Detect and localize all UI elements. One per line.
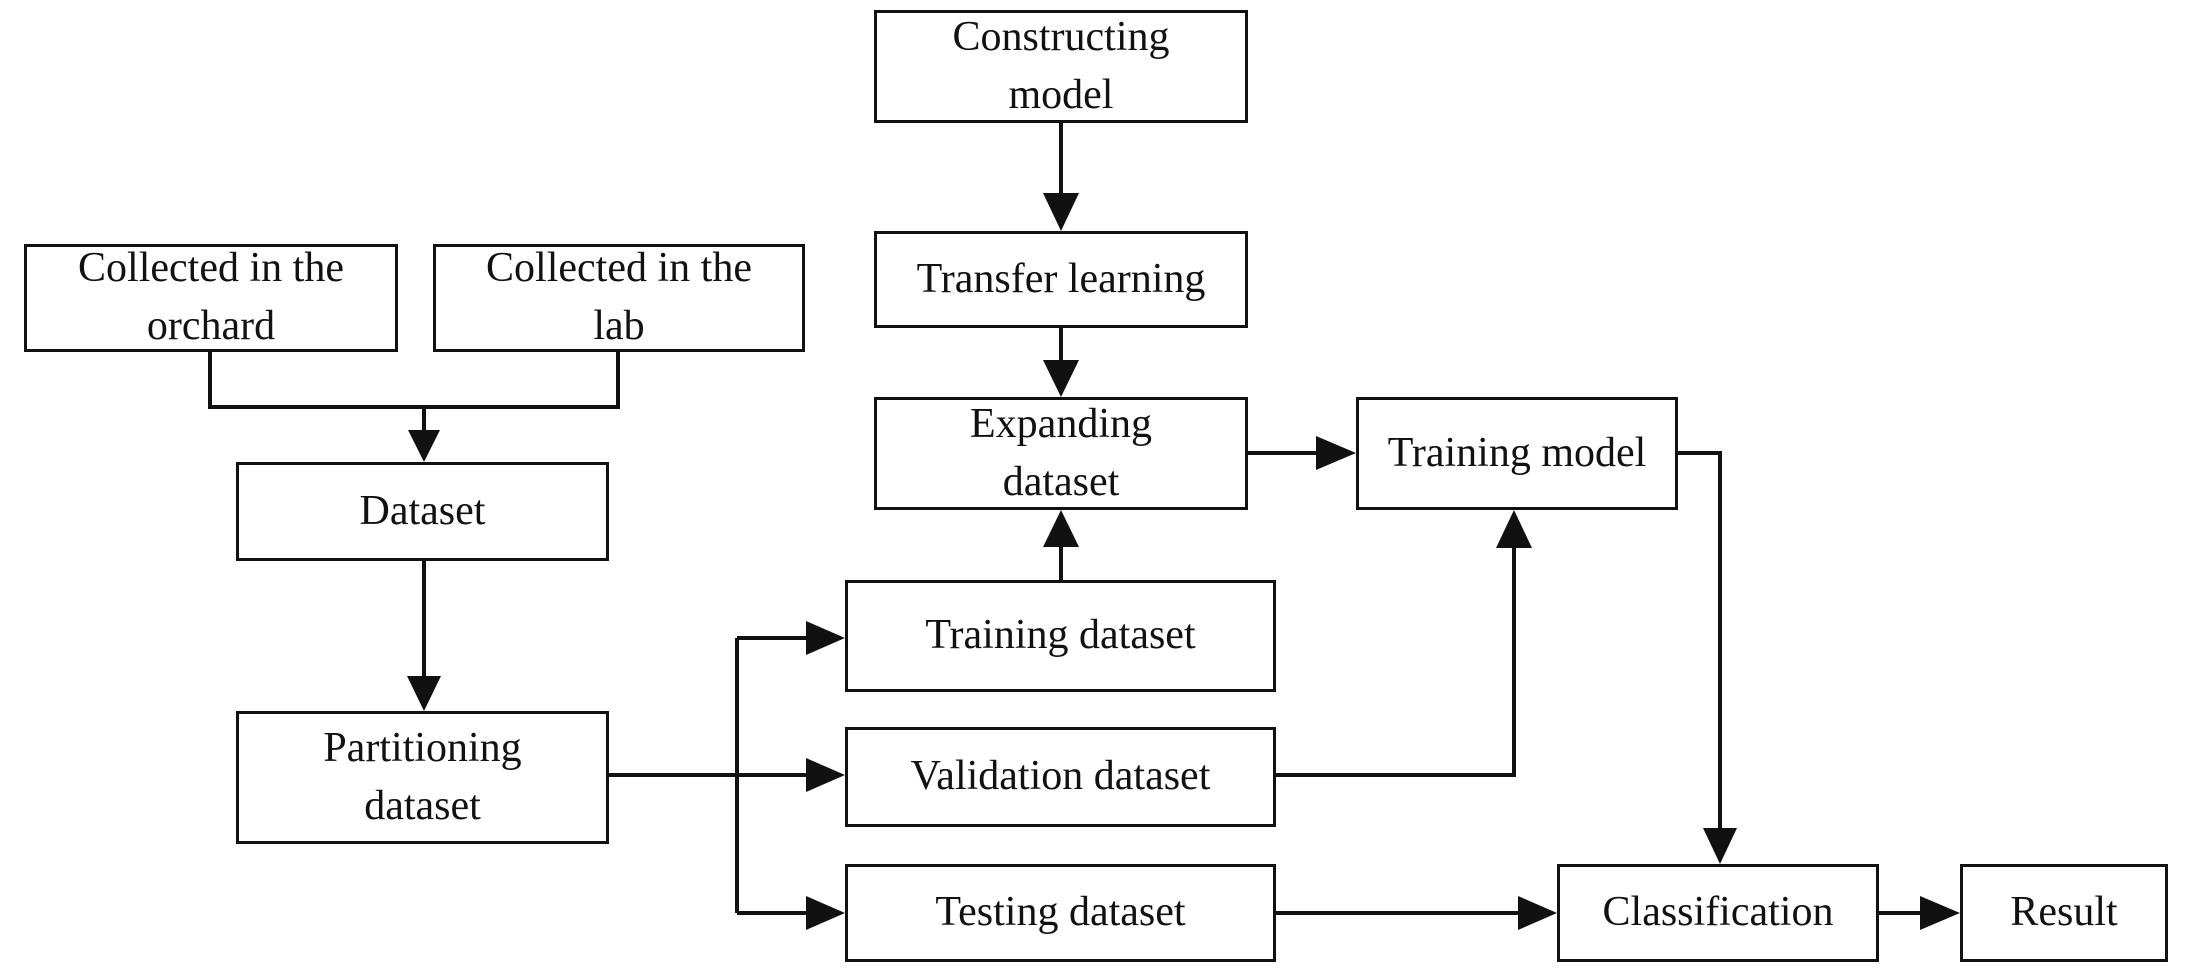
node-expanding-dataset: Expanding dataset: [874, 397, 1248, 510]
edge-training-model-to-classification: [1678, 451, 1722, 830]
arrowhead-classification-left: [1518, 896, 1557, 930]
arrowhead-training-model-bottom: [1496, 510, 1532, 548]
arrowhead-partitioning: [407, 676, 441, 711]
arrowhead-expanding: [1043, 360, 1079, 397]
node-dataset: Dataset: [236, 462, 609, 561]
arrowhead-validation-dataset: [806, 758, 845, 792]
arrowhead-training-model: [1316, 436, 1356, 470]
node-result: Result: [1960, 864, 2168, 962]
arrowhead-classification-top: [1703, 828, 1737, 864]
arrowhead-dataset: [408, 430, 440, 462]
node-testing-dataset: Testing dataset: [845, 864, 1276, 962]
node-validation-dataset: Validation dataset: [845, 727, 1276, 827]
edge-validation-to-training-model: [1276, 546, 1516, 777]
arrowhead-training-dataset: [806, 621, 845, 655]
arrowhead-result: [1920, 896, 1960, 930]
node-collected-orchard: Collected in the orchard: [24, 244, 398, 352]
node-collected-lab: Collected in the lab: [433, 244, 805, 352]
arrowhead-expanding-bottom: [1043, 510, 1079, 547]
node-training-model: Training model: [1356, 397, 1678, 510]
node-classification: Classification: [1557, 864, 1879, 962]
node-constructing-model: Constructing model: [874, 10, 1248, 123]
arrowhead-transfer: [1043, 193, 1079, 231]
node-training-dataset: Training dataset: [845, 580, 1276, 692]
node-partitioning-dataset: Partitioning dataset: [236, 711, 609, 844]
arrowhead-testing-dataset: [806, 896, 845, 930]
node-transfer-learning: Transfer learning: [874, 231, 1248, 328]
edge-orchard-merge: [208, 352, 620, 409]
